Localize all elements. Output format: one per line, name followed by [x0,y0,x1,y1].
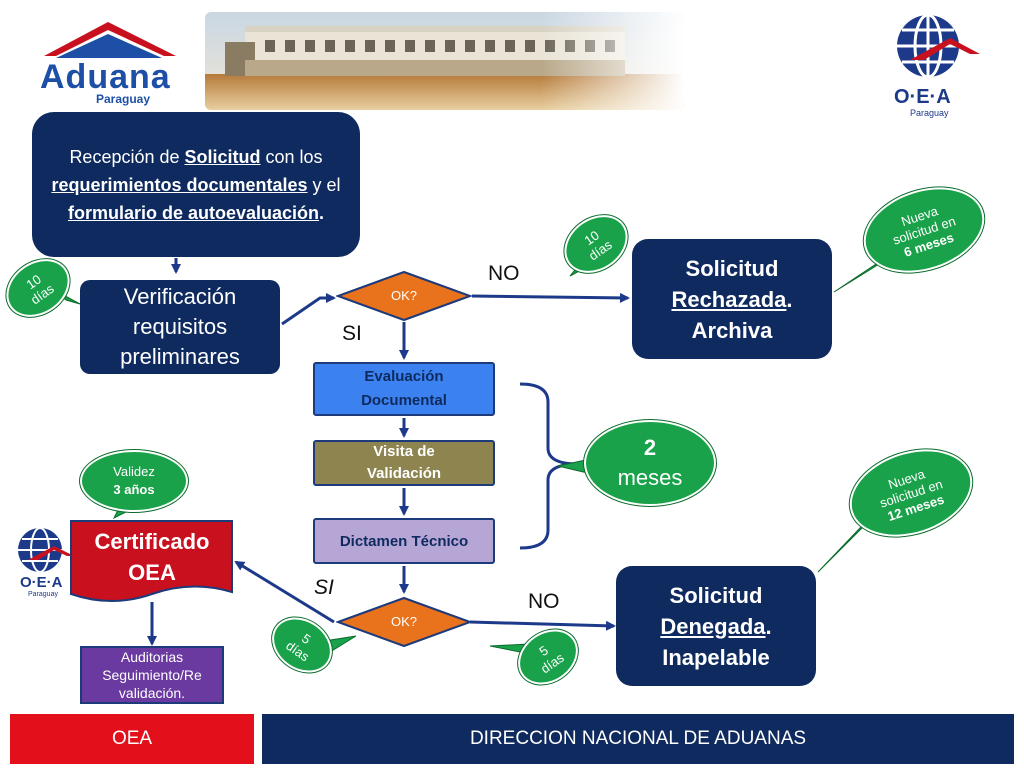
oea-logo-top-country: Paraguay [910,108,949,118]
verification-label: Verificación requisitos preliminares [120,284,240,369]
evaluation-box: Evaluación Documental [313,362,495,416]
rejected-line3: Archiva [691,317,773,343]
footer-oea: OEA [10,714,254,764]
oea-logo-top-name: O·E·A [894,86,951,108]
globe-icon [897,13,980,79]
visit-box: Visita de Validación [313,440,495,486]
label-si-2: SI [314,576,334,599]
aduana-logo-country: Paraguay [96,92,151,106]
label-no-1: NO [488,262,520,285]
denied-line2: Denegada [660,613,766,639]
globe-icon [18,527,74,573]
rejected-line1: Solicitud [685,255,779,281]
customs-building-photo [205,12,685,110]
denied-box: Solicitud Denegada. Inapelable [616,566,816,686]
aduana-logo-name: Aduana [40,58,171,96]
verification-box: Verificación requisitos preliminares [80,280,280,374]
label-no-2: NO [528,590,560,613]
bubble-two-months: 2 meses [584,420,716,506]
footer-direccion: DIRECCION NACIONAL DE ADUANAS [262,714,1014,764]
denied-line3: Inapelable [662,644,770,670]
denied-line1: Solicitud [669,582,763,608]
bubble-validity: Validez 3 años [80,450,188,512]
aduana-logo: Aduana Paraguay [36,18,186,106]
reception-box: Recepción de Solicitud con los requerimi… [32,112,360,257]
decision-ok-1: OK? [335,270,473,322]
diamond-shape [335,596,473,648]
document-shape [70,520,233,602]
dictamen-box: Dictamen Técnico [313,518,495,564]
diamond-shape [335,270,473,322]
reception-text: Recepción de Solicitud con los requerimi… [51,146,341,223]
aduana-roof-icon [44,22,176,58]
oea-logo-small: O·E·A Paraguay [12,524,76,604]
label-si-1: SI [342,322,362,345]
certificate-doc: Certificado OEA [70,520,234,606]
rejected-line2: Rechazada [671,286,787,312]
certificate-label: Certificado OEA [94,529,210,585]
decision-ok-2: OK? [335,596,473,648]
rejected-box: Solicitud Rechazada. Archiva [632,239,832,359]
audits-box: Auditorias Seguimiento/Re validación. [80,646,224,704]
oea-logo-top: O·E·A Paraguay [880,10,990,120]
